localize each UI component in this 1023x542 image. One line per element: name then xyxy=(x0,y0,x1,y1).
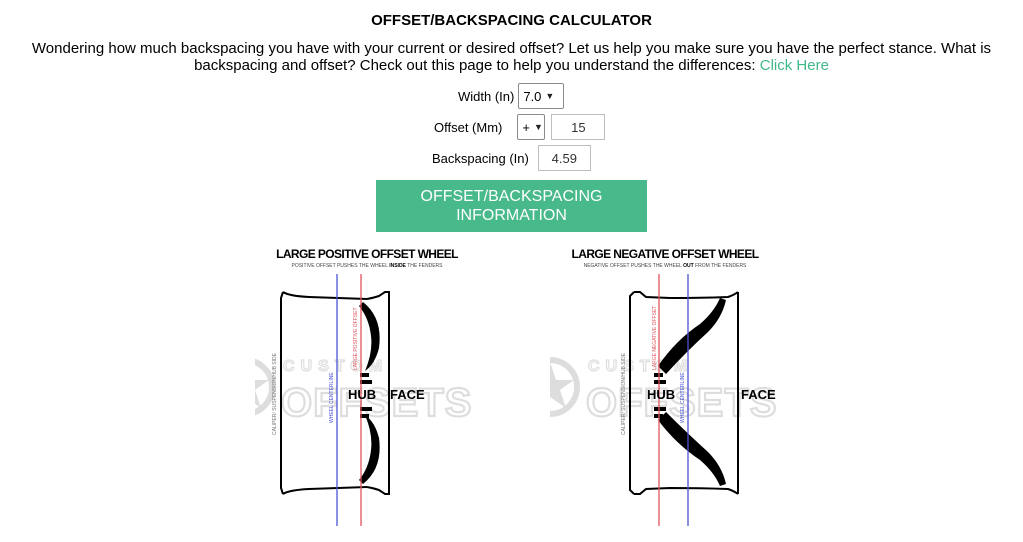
positive-rim-outline xyxy=(280,291,390,495)
offset-backspacing-info-button[interactable]: OFFSET/BACKSPACING INFORMATION xyxy=(376,180,647,232)
width-label: Width (In) xyxy=(458,88,515,104)
offset-sign-select[interactable]: + ▼ xyxy=(517,114,546,140)
negative-face-label: FACE xyxy=(741,387,776,402)
negative-hub-label: HUB xyxy=(647,387,675,402)
negative-spoke-upper xyxy=(658,298,726,374)
positive-offset-diagram: CUSTOM OFFSETS LARGE POSITIVE OFFSET WHE… xyxy=(255,240,485,540)
backspacing-label: Backspacing (In) xyxy=(432,150,529,166)
positive-hub-label: HUB xyxy=(348,387,376,402)
watermark: CUSTOM OFFSETS xyxy=(255,357,473,426)
negative-offset-diagram: CUSTOM OFFSETS LARGE NEGATIVE OFFSET WHE… xyxy=(550,240,810,540)
positive-face-label: FACE xyxy=(390,387,425,402)
positive-side-label: CALIPER/ SUSPENSION/HUB SIDE xyxy=(272,352,278,435)
negative-diagram-title: LARGE NEGATIVE OFFSET WHEEL xyxy=(572,247,759,261)
positive-hub-bar xyxy=(360,380,372,384)
click-here-link[interactable]: Click Here xyxy=(759,57,829,74)
positive-offset-label: LARGE POSITIVE OFFSET xyxy=(353,307,359,370)
watermark-top: CUSTOM xyxy=(283,358,388,375)
chevron-down-icon: ▼ xyxy=(545,91,555,101)
width-select[interactable]: 7.0 ▼ xyxy=(518,83,565,109)
negative-diagram-subtitle: NEGATIVE OFFSET PUSHES THE WHEEL OUT FRO… xyxy=(584,263,747,269)
watermark-bottom: OFFSETS xyxy=(281,381,472,425)
positive-hub-bar xyxy=(360,373,369,377)
width-select-value: 7.0 xyxy=(523,88,542,104)
negative-spoke-lower xyxy=(658,412,726,486)
positive-offset-svg: CUSTOM OFFSETS LARGE POSITIVE OFFSET WHE… xyxy=(255,247,473,526)
intro-text: Wondering how much backspacing you have … xyxy=(0,40,1023,74)
negative-side-label: CALIPER/ SUSPENSION/HUB SIDE xyxy=(621,352,627,435)
positive-hub-bar xyxy=(360,407,372,411)
offset-row: Offset (Mm) + ▼ 15 xyxy=(434,114,606,140)
backspacing-output-value: 4.59 xyxy=(551,150,577,166)
offset-sign-value: + xyxy=(522,119,530,135)
positive-hub-bar xyxy=(360,414,369,418)
negative-centerline-label: WHEEL CENTERLINE xyxy=(680,372,686,423)
info-button-label: OFFSET/BACKSPACING INFORMATION xyxy=(420,188,603,224)
positive-spoke-upper xyxy=(359,302,380,371)
width-row: Width (In) 7.0 ▼ xyxy=(458,83,565,109)
wheel-logo-icon xyxy=(255,358,275,416)
negative-hub-bar xyxy=(654,407,666,411)
backspacing-row: Backspacing (In) 4.59 xyxy=(432,145,591,171)
chevron-down-icon: ▼ xyxy=(533,122,543,132)
offset-input-value: 15 xyxy=(571,119,586,135)
negative-hub-bar xyxy=(654,380,666,384)
watermark-bottom: OFFSETS xyxy=(586,381,777,425)
intro-paragraph: Wondering how much backspacing you have … xyxy=(31,40,992,74)
wheel-logo-icon xyxy=(550,357,580,417)
backspacing-output: 4.59 xyxy=(537,145,591,171)
offset-input[interactable]: 15 xyxy=(551,114,606,140)
positive-spoke-lower xyxy=(359,415,380,484)
positive-diagram-title: LARGE POSITIVE OFFSET WHEEL xyxy=(276,247,458,261)
positive-diagram-subtitle: POSITIVE OFFSET PUSHES THE WHEEL INSIDE … xyxy=(292,263,444,269)
offset-label: Offset (Mm) xyxy=(434,119,503,135)
negative-offset-svg: CUSTOM OFFSETS LARGE NEGATIVE OFFSET WHE… xyxy=(550,247,778,526)
page-title: OFFSET/BACKSPACING CALCULATOR xyxy=(371,12,652,29)
negative-offset-label: LARGE NEGATIVE OFFSET xyxy=(652,306,658,370)
positive-centerline-label: WHEEL CENTERLINE xyxy=(329,372,335,423)
negative-rim-outline xyxy=(629,291,739,495)
